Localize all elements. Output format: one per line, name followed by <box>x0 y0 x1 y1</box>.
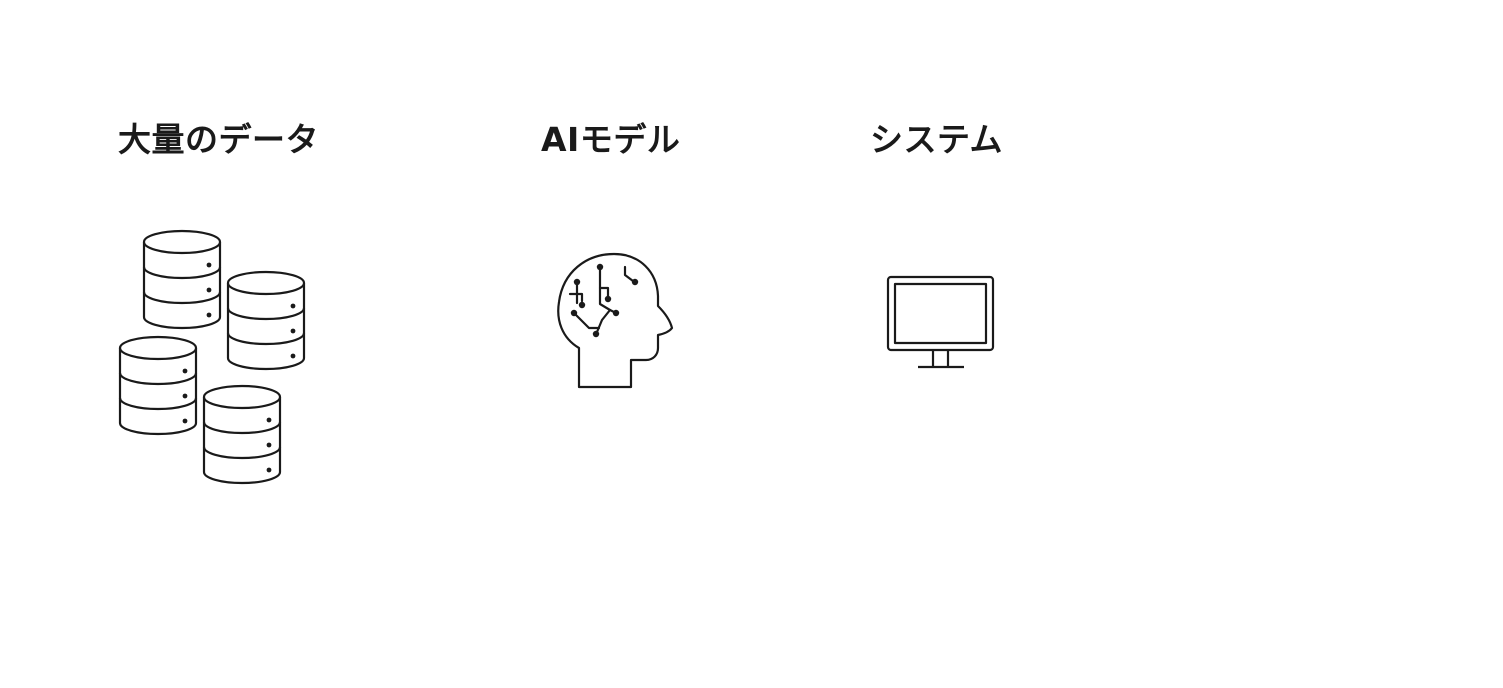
database-cylinder-icon <box>202 384 282 485</box>
database-cylinder-icon <box>226 270 306 371</box>
heading-mass-data: 大量のデータ <box>118 120 319 159</box>
heading-system: システム <box>870 120 1004 159</box>
database-stack-icon <box>118 229 306 485</box>
heading-ai-model: AIモデル <box>541 120 681 159</box>
monitor-icon <box>886 275 995 369</box>
database-cylinder-icon <box>118 335 198 436</box>
database-cylinder-icon <box>142 229 222 330</box>
ai-brain-head-icon <box>557 252 674 389</box>
